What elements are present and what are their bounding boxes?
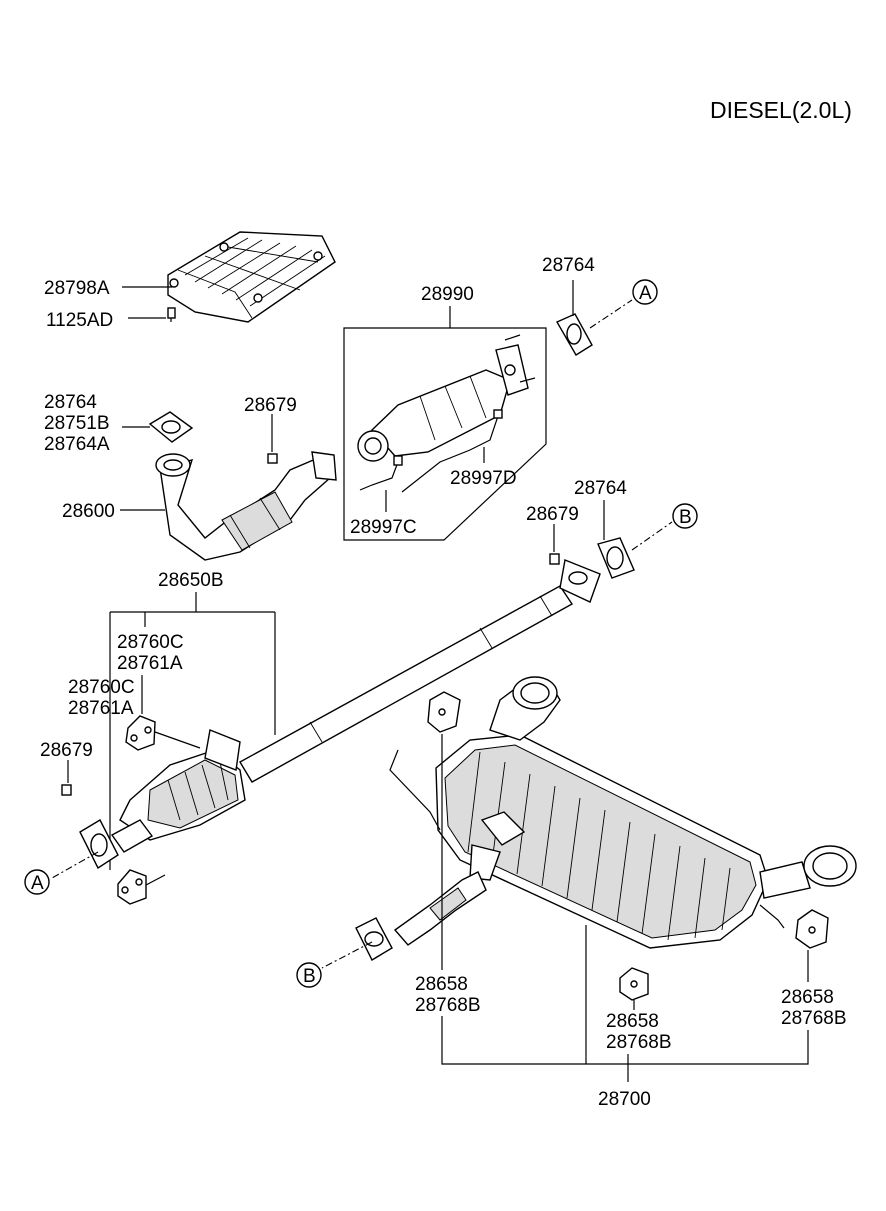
muffler-assembly-28700[interactable]	[355, 676, 857, 961]
ref-marker-a2: A	[24, 869, 50, 895]
nut-28679-top[interactable]	[267, 453, 278, 464]
hanger-28761A-a[interactable]	[125, 715, 201, 751]
label-28679-mid: 28679	[526, 504, 579, 525]
label-28997C: 28997C	[350, 517, 417, 538]
label-28600: 28600	[62, 501, 115, 522]
group-box-28990	[343, 327, 547, 541]
label-28798A: 28798A	[44, 278, 110, 299]
label-28650B: 28650B	[158, 570, 224, 591]
label-28760C-a: 28760C	[117, 632, 184, 653]
label-28658-c: 28658	[781, 987, 834, 1008]
ref-marker-a1: A	[632, 279, 658, 305]
center-pipe-28650B[interactable]	[110, 559, 601, 853]
ref-line-a1	[589, 299, 633, 329]
nut-28679-mid[interactable]	[549, 553, 560, 565]
hanger-28658-mid[interactable]	[619, 967, 649, 1001]
label-28768B-c: 28768B	[781, 1008, 847, 1029]
hanger-28761A-b[interactable]	[117, 869, 166, 905]
diagram-title: DIESEL(2.0L)	[710, 97, 852, 123]
label-28658-b: 28658	[606, 1011, 659, 1032]
oxygen-sensor-28997C[interactable]	[359, 455, 403, 491]
ref-line-a2	[51, 851, 99, 879]
gasket-28764-right[interactable]	[597, 537, 635, 579]
nut-28679-left[interactable]	[61, 784, 72, 796]
label-28997D: 28997D	[450, 468, 517, 489]
label-28761A-b: 28761A	[68, 698, 134, 719]
label-28761A-a: 28761A	[117, 653, 183, 674]
oxygen-sensor-28997D[interactable]	[401, 409, 503, 493]
label-28760C-b: 28760C	[68, 677, 135, 698]
label-28751B: 28751B	[44, 413, 110, 434]
ref-marker-b1: B	[672, 503, 698, 529]
gasket-28764-front[interactable]	[148, 411, 194, 443]
label-28658-a: 28658	[415, 974, 468, 995]
ref-line-b1	[631, 521, 673, 551]
label-28679-top: 28679	[244, 395, 297, 416]
gasket-28764-top[interactable]	[556, 313, 593, 356]
label-28764-mid: 28764	[44, 392, 97, 413]
label-28768B-a: 28768B	[415, 995, 481, 1016]
ref-marker-b2: B	[296, 962, 322, 988]
front-pipe-28600[interactable]	[155, 451, 337, 561]
svg-text:A: A	[31, 873, 44, 894]
catalytic-converter-28990[interactable]	[357, 334, 536, 462]
label-28764-right: 28764	[574, 478, 627, 499]
label-1125AD: 1125AD	[46, 310, 113, 331]
ref-line-b2	[321, 941, 373, 969]
label-28768B-b: 28768B	[606, 1032, 672, 1053]
bolt-1125AD[interactable]	[167, 307, 176, 322]
gasket-28764-left[interactable]	[79, 819, 119, 870]
hanger-28658-right[interactable]	[795, 909, 829, 949]
label-28764A: 28764A	[44, 434, 110, 455]
label-28700: 28700	[598, 1089, 651, 1110]
svg-text:A: A	[639, 283, 652, 304]
svg-text:B: B	[303, 966, 316, 987]
svg-text:B: B	[679, 507, 692, 528]
label-28679-left: 28679	[40, 740, 93, 761]
label-28764-top: 28764	[542, 255, 595, 276]
heat-shield-28798A[interactable]	[167, 231, 336, 323]
label-28990: 28990	[421, 284, 474, 305]
hanger-28658-left[interactable]	[427, 691, 461, 733]
bracket-28700	[441, 1016, 809, 1065]
